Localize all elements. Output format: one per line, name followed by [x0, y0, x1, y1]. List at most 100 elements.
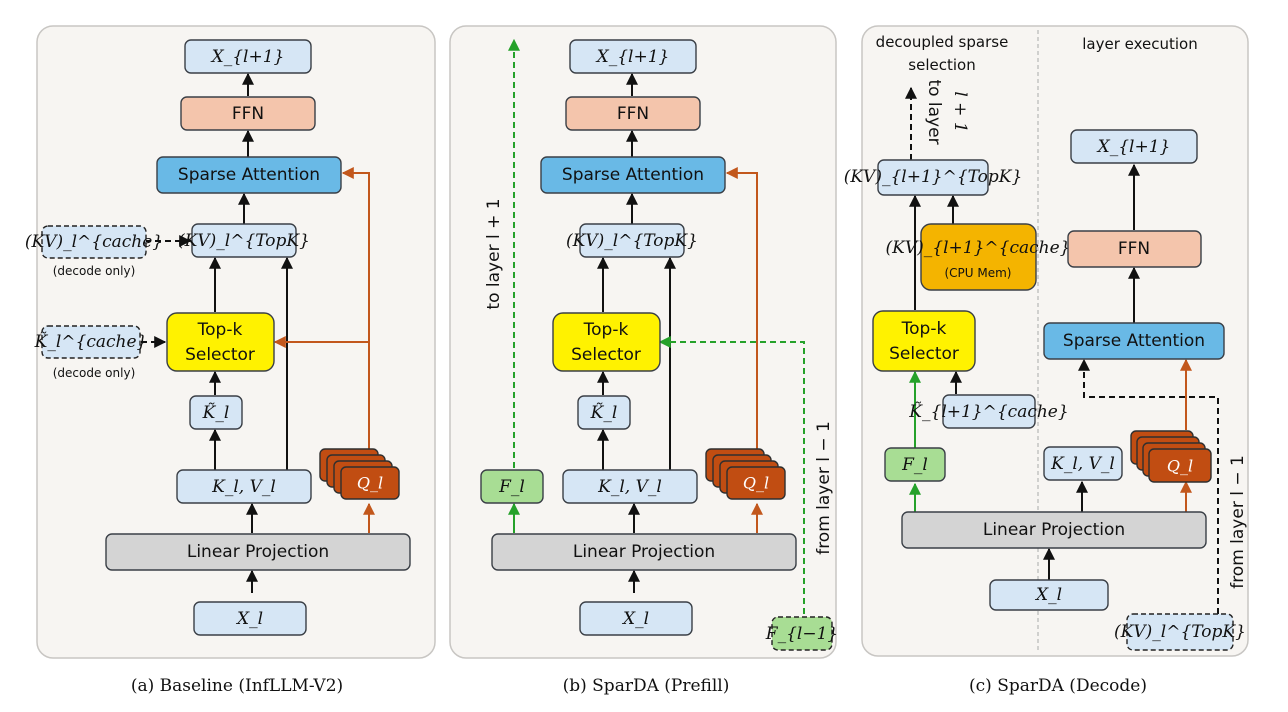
a-kv-box [176, 469, 312, 504]
c-header-left-2: selection [908, 56, 975, 74]
c-kv-cache-next-box [920, 223, 1037, 291]
c-kv-topk-label: (KV)_l^{TopK} [1114, 622, 1246, 642]
c-topk-label-2: Selector [889, 344, 959, 364]
a-q-label: Q_l [357, 474, 383, 493]
c-x-in-box [989, 579, 1109, 611]
c-kv-cache-next-label: (KV)_{l+1}^{cache} [886, 238, 1071, 258]
c-k-cache-next-box [942, 394, 1036, 429]
a-kv-topk-label: (KV)_l^{TopK} [178, 231, 310, 251]
a-q-box [340, 466, 400, 500]
a-topk-label-1: Top-k [197, 320, 243, 340]
a-kv-cache-box [41, 225, 147, 259]
b-q-box [726, 466, 786, 500]
a-topk-label-2: Selector [185, 345, 255, 365]
a-ffn-box [180, 96, 316, 131]
a-ffn-label: FFN [232, 104, 264, 124]
b-linear-projection-box [491, 533, 797, 571]
c-cpu-mem-label: (CPU Mem) [944, 266, 1011, 280]
panel-b-prefill: X_{l+1} FFN Sparse Attention (KV)_l^{Top… [449, 25, 838, 696]
c-kv-topk-next-label: (KV)_{l+1}^{TopK} [844, 167, 1023, 187]
c-f-box [884, 447, 946, 482]
a-kv-cache-label: (KV)_l^{cache} [25, 232, 163, 252]
a-x-in-box [193, 601, 307, 636]
b-kv-box [562, 469, 698, 504]
panel-c-decode: decoupled sparse selection layer executi… [844, 25, 1249, 696]
c-header-left-1: decoupled sparse [876, 33, 1009, 51]
c-sparse-attention-box [1043, 322, 1225, 360]
b-from-layer-label: from layer l − 1 [814, 421, 834, 555]
a-k-cache-label: K̃_l^{cache} [34, 332, 148, 352]
c-ffn-label: FFN [1118, 239, 1150, 259]
c-header-right: layer execution [1082, 35, 1198, 53]
c-to-layer-label-2: l + 1 [950, 91, 970, 132]
b-x-next-label: X_{l+1} [595, 47, 670, 67]
b-query-stack: Q_l [705, 448, 786, 500]
a-k-cache-note: (decode only) [53, 366, 136, 380]
c-linear-projection-box [901, 511, 1207, 549]
b-sparse-attention-box [540, 156, 726, 194]
b-topk-selector-box [552, 312, 661, 372]
arrow-q-to-attn [341, 167, 370, 450]
a-kv-cache-note: (decode only) [53, 264, 136, 278]
b-f-box [480, 469, 544, 504]
panel-a-baseline: X_{l+1} FFN Sparse Attention (KV)_l^{Top… [25, 25, 436, 696]
c-k-cache-next-label: K̃_{l+1}^{cache} [908, 402, 1068, 422]
b-kv-topk-label: (KV)_l^{TopK} [566, 231, 698, 251]
c-from-layer-label: from layer l − 1 [1228, 455, 1248, 589]
b-kv-label: K_l, V_l [597, 477, 662, 497]
a-x-next-box [184, 39, 312, 74]
a-k-tilde-label: K̃_l [202, 403, 230, 423]
a-caption: (a) Baseline (InfLLM-V2) [131, 676, 343, 696]
c-kv-topk-box [1126, 613, 1234, 651]
b-q-label: Q_l [743, 474, 769, 493]
b-sparse-attention-label: Sparse Attention [562, 165, 704, 185]
c-x-next-label: X_{l+1} [1096, 137, 1171, 157]
c-q-box [1148, 448, 1212, 483]
c-topk-label-1: Top-k [901, 319, 947, 339]
c-query-stack: Q_l [1130, 430, 1212, 483]
a-sparse-attention-box [156, 156, 342, 194]
b-caption: (b) SparDA (Prefill) [563, 676, 730, 696]
a-sparse-attention-label: Sparse Attention [178, 165, 320, 185]
c-kv-box [1043, 446, 1123, 481]
c-ffn-box [1067, 230, 1202, 268]
a-query-stack: Q_l [319, 448, 400, 500]
b-f-prev-label: F_{l−1} [765, 624, 838, 644]
c-x-in-label: X_l [1034, 585, 1062, 605]
b-f-prev-box [771, 616, 833, 651]
b-topk-label-1: Top-k [583, 320, 629, 340]
a-k-tilde-box [189, 395, 243, 430]
c-q-label: Q_l [1167, 457, 1193, 476]
b-topk-label-2: Selector [571, 345, 641, 365]
a-kv-label: K_l, V_l [211, 477, 276, 497]
b-f-label: F_l [498, 477, 525, 497]
a-kv-topk-box [191, 223, 297, 258]
c-linear-projection-label: Linear Projection [983, 520, 1125, 540]
b-to-layer-label: to layer l + 1 [484, 198, 504, 309]
b-x-in-label: X_l [621, 609, 649, 629]
b-arrow-q-to-attn [725, 167, 758, 450]
c-to-layer-label-1: to layer [924, 79, 944, 144]
b-linear-projection-label: Linear Projection [573, 542, 715, 562]
b-x-in-box [579, 601, 693, 636]
c-topk-selector-box [872, 310, 976, 372]
b-kv-topk-box [579, 223, 685, 258]
a-x-in-label: X_l [235, 609, 263, 629]
c-caption: (c) SparDA (Decode) [969, 676, 1147, 696]
b-x-next-box [569, 39, 697, 74]
b-k-tilde-label: K̃_l [590, 403, 618, 423]
c-f-label: F_l [901, 455, 928, 475]
b-k-tilde-box [577, 395, 631, 430]
c-kv-label: K_l, V_l [1050, 454, 1115, 474]
c-x-next-box [1070, 129, 1198, 164]
c-kv-topk-next-box [877, 159, 989, 196]
a-topk-selector-box [166, 312, 275, 372]
a-x-next-label: X_{l+1} [210, 47, 285, 67]
a-linear-projection-box [105, 533, 411, 571]
c-arrow-kvtopk-to-attn [1078, 358, 1219, 614]
b-ffn-box [565, 96, 701, 131]
a-k-cache-box [41, 325, 141, 359]
c-sparse-attention-label: Sparse Attention [1063, 331, 1205, 351]
b-ffn-label: FFN [617, 104, 649, 124]
